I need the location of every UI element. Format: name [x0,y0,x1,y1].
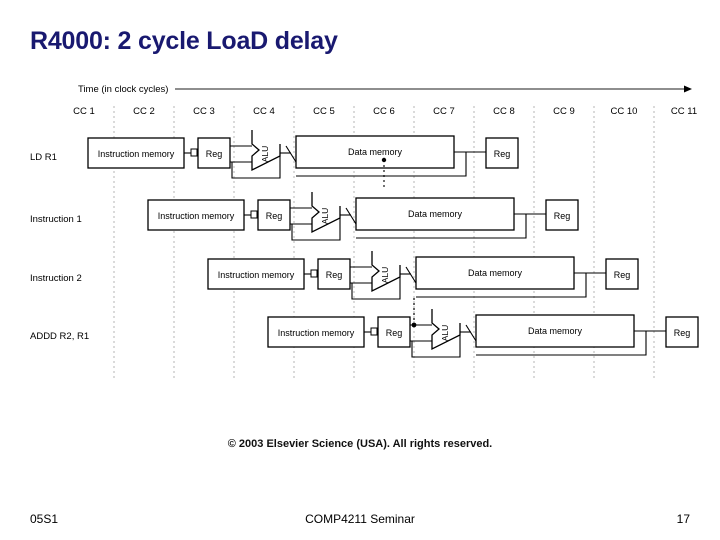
stage-instruction-memory [267,316,365,348]
footer-slide-number: 17 [676,512,690,526]
stage-data-memory [295,135,455,169]
cycle-label: CC 10 [611,106,638,117]
stage-reg [257,199,291,231]
stage-label: Reg [674,328,691,338]
page-title: R4000: 2 cycle LoaD delay [30,27,338,55]
cycle-label: CC 11 [671,106,697,117]
cycle-label: CC 8 [493,106,515,117]
stage-label: Data memory [468,268,523,278]
stage-label: Reg [326,270,343,280]
stage-label: Reg [386,328,403,338]
stage-reg [485,137,519,169]
forwarding-path [383,160,415,325]
stage-reg [545,199,579,231]
time-axis-arrow-icon [684,85,692,93]
row-label: LD R1 [30,152,57,163]
stage-label-alu: ALU [380,267,390,284]
stage-reg [605,258,639,290]
stage-instruction-memory [207,258,305,290]
stage-reg [317,258,351,290]
stage-label: Instruction memory [98,149,175,159]
time-axis: Time (in clock cycles) [78,84,692,95]
pipeline-row: LD R1 Instruction memory Reg ALU Data me… [30,130,519,179]
cycle-label: CC 2 [133,106,155,117]
stage-label-alu: ALU [320,208,330,225]
footer-course: COMP4211 Seminar [305,512,415,526]
stage-label: Instruction memory [218,270,295,280]
slide-footer: 05S1 COMP4211 Seminar 17 [0,512,720,532]
cycle-label: CC 5 [313,106,335,117]
cycle-label: CC 6 [373,106,395,117]
pipeline-row: Instruction 1 Instruction memory Reg ALU… [30,192,579,241]
cycle-label: CC 4 [253,106,275,117]
cycle-label-row: CC 1 CC 2 CC 3 CC 4 CC 5 CC 6 CC 7 CC 8 … [73,106,697,117]
stage-reg [665,316,699,348]
row-label: Instruction 1 [30,214,82,225]
pipeline-diagram: Time (in clock cycles) CC 1 CC 2 CC 3 CC… [0,70,720,400]
stage-data-memory [355,197,515,231]
stage-label: Reg [266,211,283,221]
stage-label: Reg [554,211,571,221]
row-label: Instruction 2 [30,273,82,284]
row-label: ADDD R2, R1 [30,331,89,342]
stage-instruction-memory [147,199,245,231]
stage-label-alu: ALU [440,325,450,342]
stage-label: Data memory [348,147,403,157]
time-axis-label: Time (in clock cycles) [78,84,168,95]
stage-label: Data memory [528,326,583,336]
stage-reg [197,137,231,169]
stage-label: Reg [206,149,223,159]
stage-reg [377,316,411,348]
pipeline-row: Instruction 2 Instruction memory Reg ALU… [30,251,639,300]
stage-label-alu: ALU [260,146,270,163]
cycle-label: CC 7 [433,106,455,117]
pipeline-row: ADDD R2, R1 Instruction memory Reg ALU D… [30,309,699,358]
footer-term: 05S1 [30,512,59,526]
stage-label: Data memory [408,209,463,219]
cycle-label: CC 1 [73,106,95,117]
stage-label: Reg [494,149,511,159]
copyright-notice: © 2003 Elsevier Science (USA). All right… [227,438,493,450]
cycle-label: CC 3 [193,106,215,117]
stage-label: Instruction memory [278,328,355,338]
cycle-label: CC 9 [553,106,575,117]
stage-label: Instruction memory [158,211,235,221]
stage-label: Reg [614,270,631,280]
